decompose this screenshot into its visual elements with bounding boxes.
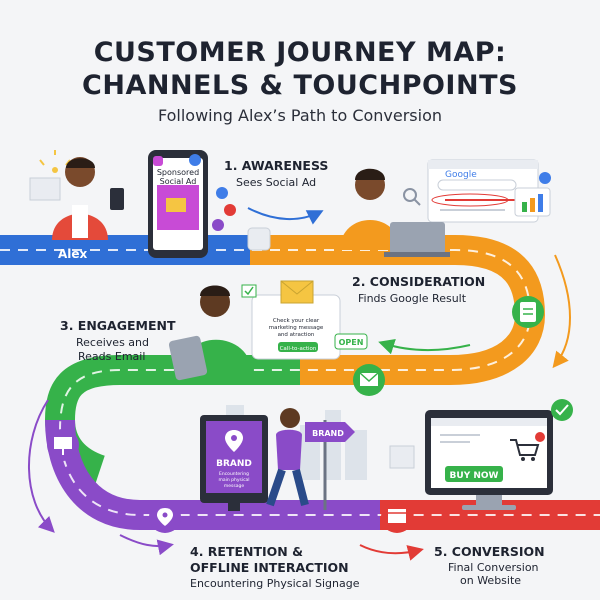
phone-ad-line2: Social Ad — [160, 177, 197, 186]
engagement-person — [168, 285, 252, 381]
brand-sign — [305, 420, 355, 510]
subtitle: Following Alex’s Path to Conversion — [157, 106, 443, 125]
checkmark-icon — [241, 284, 257, 298]
share-icon — [247, 227, 271, 251]
touchpoint-icon-web-purchase — [381, 501, 413, 533]
flow-arrow-3 — [378, 339, 471, 355]
flow-arrow-4 — [28, 399, 55, 533]
billboard-sub-line3: message — [224, 484, 244, 489]
analytics-chart-icon — [514, 187, 551, 217]
touchpoint-icon-survey — [512, 296, 544, 328]
stage-4-title-line2: OFFLINE INTERACTION — [190, 560, 349, 575]
bell-icon — [539, 172, 551, 184]
walking-person — [266, 408, 309, 507]
stage-5-desc-line2: on Website — [460, 574, 522, 587]
email-open-button — [334, 333, 368, 350]
phone-ad-line1: Sponsored — [157, 168, 199, 177]
buy-now-button — [445, 466, 503, 482]
buy-now-label[interactable]: BUY NOW — [450, 471, 499, 481]
stage-3-desc-line1: Receives and — [76, 336, 149, 349]
billboard-brand: BRAND — [216, 459, 252, 469]
notification-icon — [212, 219, 224, 231]
flow-arrow-6 — [359, 544, 424, 561]
stage-1-desc: Sees Social Ad — [236, 176, 317, 189]
touchpoint-icon-email — [353, 364, 385, 396]
like-icon — [216, 187, 228, 199]
stage-1-title: 1. AWARENESS — [224, 158, 329, 173]
magnifier-icon — [403, 188, 421, 206]
touchpoint-icon-billboard — [47, 429, 79, 461]
shopping-cart-icon — [510, 432, 545, 461]
search-browser-window — [427, 159, 539, 223]
alex-name: Alex — [58, 247, 88, 261]
stage-3-desc-line2: Reads Email — [78, 350, 146, 363]
email-text-line2: marketing message — [269, 325, 324, 331]
stage-5-desc-line1: Final Conversion — [448, 561, 539, 574]
facebook-icon — [189, 154, 201, 166]
touchpoint-icon-map-pin — [149, 501, 181, 533]
flow-arrow-2 — [552, 254, 571, 369]
flow-arrow-5 — [119, 534, 174, 556]
sign-label: BRAND — [312, 429, 344, 438]
consideration-person — [340, 168, 450, 257]
stage-5-title: 5. CONVERSION — [434, 544, 545, 559]
stage-4-title-line1: 4. RETENTION & — [190, 544, 304, 559]
instagram-icon — [153, 156, 163, 166]
success-check-icon — [551, 399, 573, 421]
stage-2-title: 2. CONSIDERATION — [352, 274, 486, 289]
search-brand: Google — [445, 170, 477, 180]
heart-icon — [224, 204, 236, 216]
billboard — [200, 415, 268, 511]
billboard-sub-line1: Encountering — [219, 471, 249, 477]
email-cta[interactable]: Call-to-action — [280, 346, 317, 352]
title-line-2: CHANNELS & TOUCHPOINTS — [82, 70, 518, 101]
email-text-line1: Check your clear — [273, 318, 320, 324]
email-popup — [251, 280, 341, 360]
title-line-1: CUSTOMER JOURNEY MAP: — [93, 37, 507, 68]
stage-3-title: 3. ENGAGEMENT — [60, 318, 176, 333]
alex-person — [29, 150, 124, 240]
stage-2-desc: Finds Google Result — [358, 292, 467, 305]
stage-4-desc: Encountering Physical Signage — [190, 577, 360, 590]
cart-sign-icon — [389, 445, 415, 469]
email-open-label[interactable]: OPEN — [339, 338, 364, 347]
email-text-line3: and atraction — [278, 332, 315, 338]
phone-social-ad — [148, 150, 208, 258]
flow-arrow-1 — [247, 207, 324, 225]
billboard-sub-line2: main physical — [218, 477, 249, 483]
